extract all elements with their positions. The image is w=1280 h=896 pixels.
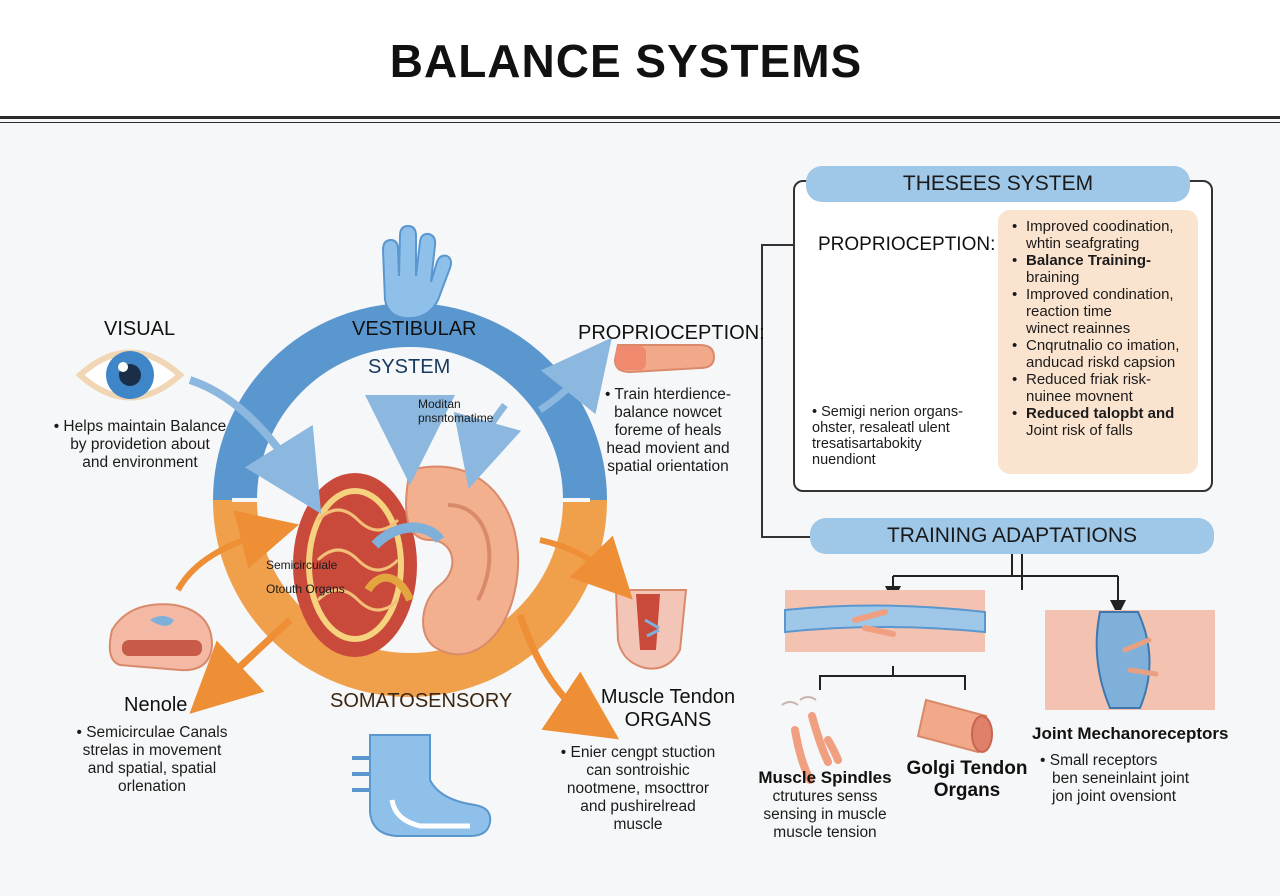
vestibular-arrow bbox=[453, 402, 522, 489]
proprioception-left-label: PROPRIOCEPTION: bbox=[578, 322, 765, 344]
golgi-label-line: Golgi Tendon bbox=[906, 758, 1028, 779]
foot-icon bbox=[352, 734, 492, 837]
muscle-spindles-label: Muscle Spindles bbox=[758, 768, 892, 787]
proprioception-desc-line: spatial orientation bbox=[607, 458, 729, 475]
panel-note-line: ohster, resaleatl ulent bbox=[812, 420, 950, 436]
somatosensory-label: SOMATOSENSORY bbox=[330, 690, 513, 712]
title-band bbox=[0, 0, 1280, 116]
spindle-branch-lines bbox=[819, 675, 966, 690]
muscle-tendon-desc-line: and pushirelread bbox=[580, 798, 696, 815]
center-label-line1: Semicircuiale bbox=[266, 558, 338, 572]
nenole-desc: • Semicirculae Canals strelas in movemen… bbox=[52, 724, 252, 796]
proprioception-desc-line: • Train hterdience- bbox=[604, 386, 732, 403]
proprioception-desc-line: head movient and bbox=[606, 440, 730, 457]
title-rule-thin bbox=[0, 122, 1280, 123]
benefit-item: Improved condination,reaction timewinect… bbox=[1012, 286, 1198, 337]
muscle-tendon-desc-line: muscle bbox=[613, 816, 663, 833]
muscle-tendon-desc: • Enier cengpt stuction can sontroishic … bbox=[556, 744, 720, 834]
eye-icon bbox=[75, 349, 185, 401]
training-branch-lines bbox=[892, 553, 1118, 608]
visual-label: VISUAL bbox=[104, 318, 176, 340]
visual-desc-line: and environment bbox=[82, 454, 198, 471]
muscle-tendon-label-line: Muscle Tendon bbox=[600, 686, 736, 708]
arrow-note-line2: pnsntomatime bbox=[418, 411, 494, 425]
spindles-desc-line: muscle tension bbox=[773, 824, 877, 841]
muscle-spindles-desc: ctrutures senss sensing in muscle muscle… bbox=[750, 788, 900, 842]
page-title: BALANCE SYSTEMS bbox=[389, 35, 863, 87]
benefit-item: Cnqrutnalio co imation,anducad riskd cap… bbox=[1012, 337, 1198, 371]
muscle-tendon-label-line: ORGANS bbox=[624, 709, 712, 731]
somatosensory-ring-segment bbox=[213, 499, 607, 697]
somatosensory-arrow-left bbox=[189, 617, 293, 714]
somatosensory-arrow-right bbox=[516, 613, 620, 740]
golgi-tendon-label: Golgi Tendon Organs bbox=[900, 758, 1034, 802]
muscle-tendon-label: Muscle Tendon ORGANS bbox=[598, 686, 738, 732]
muscle-tendon-desc-line: • Enier cengpt stuction bbox=[560, 744, 716, 761]
nenole-arrow bbox=[175, 510, 300, 592]
benefits-box: Improved coodination,whtin seafgrating B… bbox=[998, 210, 1198, 474]
spindle-illustration bbox=[781, 696, 842, 784]
arrow-note-line1: Moditan bbox=[418, 397, 461, 411]
spindles-desc-line: ctrutures senss bbox=[772, 788, 878, 805]
hand-icon bbox=[381, 224, 452, 320]
visual-arrow bbox=[188, 376, 322, 514]
panel-note-line: nuendiont bbox=[812, 452, 876, 468]
benefit-item: Reduced friak risk-nuinee movnent bbox=[1012, 371, 1198, 405]
muscle-strip-illustration bbox=[784, 590, 986, 652]
joint-desc-line: • Small receptors bbox=[1040, 752, 1158, 769]
proprioception-left-desc: • Train hterdience- balance nowcet forem… bbox=[598, 386, 738, 476]
joint-mechanoreceptors-desc: • Small receptors ben seneinlaint joint … bbox=[1040, 752, 1189, 806]
benefit-item: Balance Training-braining bbox=[1012, 252, 1198, 286]
nenole-desc-line: • Semicirculae Canals bbox=[76, 724, 228, 741]
vestibular-label: VESTIBULAR bbox=[352, 318, 477, 340]
ear-icon bbox=[293, 465, 520, 657]
finger-icon bbox=[613, 344, 716, 374]
title-rule bbox=[0, 116, 1280, 119]
visual-desc-line: • Helps maintain Balance bbox=[53, 418, 227, 435]
joint-desc-line: jon joint ovensiont bbox=[1052, 788, 1177, 805]
muscle-tendon-desc-line: nootmene, msocttror bbox=[566, 780, 710, 797]
system-label: SYSTEM bbox=[368, 356, 451, 378]
panel-note: • Semigi nerion organs- ohster, resaleat… bbox=[812, 404, 963, 468]
spindles-desc-line: sensing in muscle bbox=[763, 806, 887, 823]
joint-desc-line: ben seneinlaint joint bbox=[1052, 770, 1190, 787]
joint-strip-illustration bbox=[1045, 610, 1215, 710]
visual-desc: • Helps maintain Balance by providetion … bbox=[40, 418, 240, 472]
panel-connector bbox=[761, 244, 810, 538]
training-adaptations-header: TRAINING ADAPTATIONS bbox=[810, 518, 1214, 554]
muscle-tendon-arrow bbox=[539, 535, 633, 600]
golgi-tendon-illustration bbox=[916, 698, 993, 754]
muscle-tendon-illustration bbox=[614, 589, 688, 670]
center-label-line2: Otouth Organs bbox=[266, 582, 345, 596]
nenole-label: Nenole bbox=[124, 694, 188, 716]
benefit-item: Improved coodination,whtin seafgrating bbox=[1012, 218, 1198, 252]
proprioception-desc-line: balance nowcet bbox=[614, 404, 722, 421]
golgi-label-line: Organs bbox=[933, 780, 1001, 801]
panel-note-line: tresatisartabokity bbox=[812, 436, 922, 452]
nenole-tissue-illustration bbox=[108, 603, 214, 672]
nenole-desc-line: strelas in movement bbox=[82, 742, 222, 759]
muscle-tendon-desc-line: can sontroishic bbox=[586, 762, 690, 779]
visual-desc-line: by providetion about bbox=[70, 436, 210, 453]
nenole-desc-line: orlenation bbox=[117, 778, 187, 795]
panel-note-line: • Semigi nerion organs- bbox=[812, 404, 963, 420]
proprioception-arrow bbox=[538, 337, 612, 415]
proprioception-desc-line: foreme of heals bbox=[614, 422, 722, 439]
nenole-desc-line: and spatial, spatial bbox=[87, 760, 217, 777]
joint-mechanoreceptors-label: Joint Mechanoreceptors bbox=[1032, 724, 1229, 743]
panel-proprioception-label: PROPRIOCEPTION: bbox=[818, 234, 996, 255]
thesees-system-header: THESEES SYSTEM bbox=[806, 166, 1190, 202]
